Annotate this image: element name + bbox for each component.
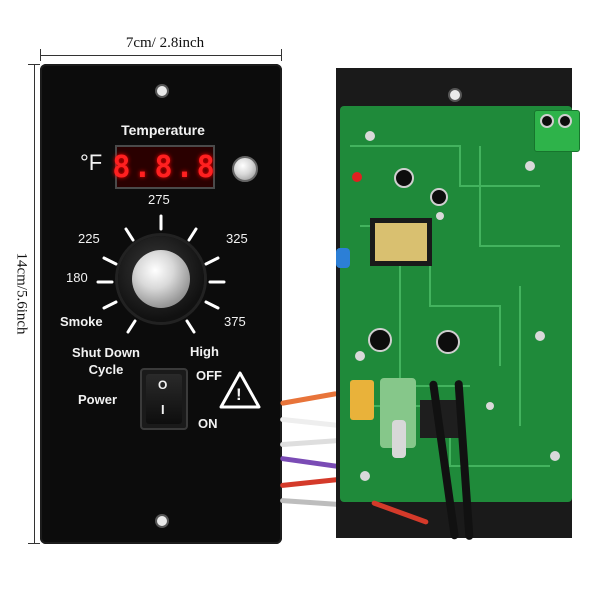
- glass-fuse: [392, 420, 406, 458]
- fahrenheit-unit-label: °F: [80, 150, 103, 175]
- capacitor-4: [436, 330, 460, 354]
- dial-label-325: 325: [226, 231, 248, 246]
- dial-label-high: High: [190, 344, 219, 359]
- width-dimension-tick-right: [281, 49, 282, 61]
- tick-smoke: [102, 300, 118, 310]
- height-dimension-line: [34, 64, 35, 544]
- tick-lower-left: [126, 319, 137, 334]
- blue-capacitor: [336, 248, 350, 268]
- indicator-light: [232, 156, 258, 182]
- wire-gray: [279, 497, 341, 508]
- switch-on-mark: I: [161, 402, 165, 417]
- tick-325: [187, 227, 198, 242]
- switch-off-mark: O: [158, 378, 168, 392]
- dial-label-375: 375: [224, 314, 246, 329]
- switch-on-label: ON: [198, 416, 218, 431]
- power-rocker-paddle[interactable]: O I: [146, 374, 182, 424]
- capacitor-1: [394, 168, 414, 188]
- top-mounting-hole: [155, 84, 169, 98]
- terminal-screw-2: [558, 114, 572, 128]
- wire-orange: [280, 391, 338, 406]
- dial-label-275: 275: [148, 192, 170, 207]
- width-dimension-line: [40, 55, 282, 56]
- circuit-board: [340, 106, 572, 502]
- shutdown-cycle-label: Shut Down Cycle: [72, 345, 140, 377]
- temperature-display: 8.8.8: [112, 145, 215, 189]
- wire-white-2: [279, 437, 343, 448]
- rear-mounting-hole: [448, 88, 462, 102]
- temperature-label: Temperature: [121, 122, 205, 138]
- dial-tick-marks: [96, 214, 226, 334]
- capacitor-2: [430, 188, 448, 206]
- capacitor-3: [368, 328, 392, 352]
- terminal-screw-1: [540, 114, 554, 128]
- wire-purple: [279, 455, 341, 470]
- warning-mark: !: [236, 385, 242, 404]
- height-dimension-label: 14cm/5.6inch: [13, 252, 30, 335]
- wire-red: [279, 476, 341, 489]
- dial-label-180: 180: [66, 270, 88, 285]
- wire-white-1: [279, 416, 343, 429]
- width-dimension-label: 7cm/ 2.8inch: [125, 35, 205, 51]
- tick-mid-right: [204, 256, 220, 266]
- height-dimension-tick-bottom: [28, 543, 40, 544]
- warning-triangle-icon: [219, 371, 261, 409]
- height-dimension-tick-top: [28, 64, 40, 65]
- tick-high: [185, 319, 196, 334]
- tick-225: [124, 227, 135, 242]
- tick-375: [204, 300, 220, 310]
- switch-off-label: OFF: [196, 368, 222, 383]
- pcb-traces: [350, 131, 560, 481]
- transformer: [370, 218, 432, 266]
- width-dimension-tick-left: [40, 49, 41, 61]
- dial-label-smoke: Smoke: [60, 314, 103, 329]
- width-dimension: 7cm/ 2.8inch: [40, 35, 282, 61]
- power-label: Power: [78, 392, 118, 407]
- bottom-mounting-hole: [155, 514, 169, 528]
- dial-label-225: 225: [78, 231, 100, 246]
- red-led: [352, 172, 362, 182]
- temperature-dial-cap[interactable]: [132, 250, 190, 308]
- tick-180: [102, 256, 118, 266]
- yellow-capacitor: [350, 380, 374, 420]
